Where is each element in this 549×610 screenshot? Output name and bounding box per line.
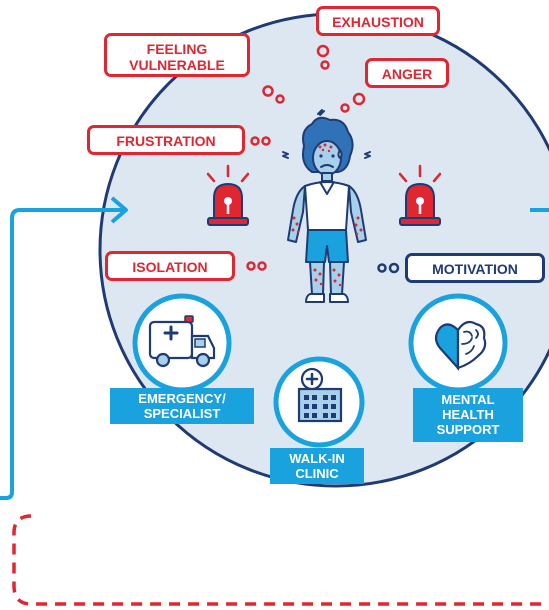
emotion-label-line: FEELING xyxy=(146,41,208,57)
emotion-frustration: FRUSTRATION xyxy=(87,125,245,155)
dashed-frame xyxy=(12,514,549,606)
emotion-label: EXHAUSTION xyxy=(332,14,424,30)
flow-connector xyxy=(0,208,124,500)
emotion-label-line: VULNERABLE xyxy=(129,57,225,73)
emotion-isolation: ISOLATION xyxy=(105,251,235,281)
hospital-building-icon xyxy=(273,356,365,448)
service-label-line: SPECIALIST xyxy=(143,406,221,421)
service-mental-health-support: MENTAL HEALTH SUPPORT xyxy=(413,388,523,442)
service-label-line: HEALTH xyxy=(442,407,494,422)
thought-bubbles-navy xyxy=(377,262,400,274)
emotion-motivation: MOTIVATION xyxy=(405,253,545,283)
service-label-line: SUPPORT xyxy=(436,422,500,437)
emotion-label: ISOLATION xyxy=(132,259,208,275)
flow-arrow-head xyxy=(110,196,128,224)
service-label-line: WALK-IN xyxy=(289,451,345,466)
emotion-label: ANGER xyxy=(381,66,433,82)
service-label-line: MENTAL xyxy=(441,392,495,407)
service-label-line: CLINIC xyxy=(295,466,339,481)
emotion-exhaustion: EXHAUSTION xyxy=(316,6,440,36)
service-label-line: EMERGENCY/ xyxy=(138,391,226,406)
emotion-label: MOTIVATION xyxy=(432,261,518,277)
emotion-anger: ANGER xyxy=(365,58,449,88)
thought-bubbles xyxy=(246,44,366,271)
heart-brain-icon xyxy=(408,293,508,393)
alarm-siren-icon xyxy=(398,164,442,226)
person-distressed-icon xyxy=(282,109,371,303)
emotion-label: FRUSTRATION xyxy=(116,133,216,149)
emotion-feeling-vulnerable: FEELING VULNERABLE xyxy=(104,33,250,77)
service-walk-in-clinic: WALK-IN CLINIC xyxy=(270,448,364,484)
ambulance-icon xyxy=(132,293,232,393)
service-emergency-specialist: EMERGENCY/ SPECIALIST xyxy=(110,388,254,424)
pain-dots xyxy=(291,143,363,287)
alarm-siren-icon xyxy=(206,164,250,226)
